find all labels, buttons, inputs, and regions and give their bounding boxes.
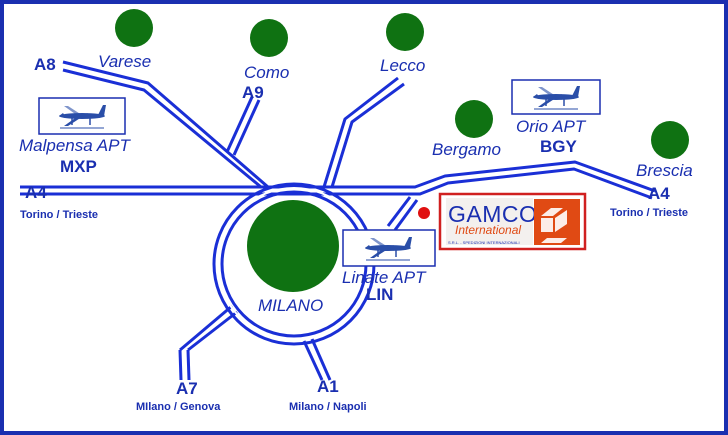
a7-destination: MIlano / Genova	[136, 401, 221, 413]
a1-label: A1	[317, 377, 339, 396]
varese-label: Varese	[98, 52, 151, 71]
brescia-disc	[651, 121, 689, 159]
a4-east-label: A4	[648, 184, 670, 203]
lecco-road-a	[322, 76, 399, 188]
brescia-label: Brescia	[636, 161, 693, 180]
linate-code: LIN	[366, 285, 393, 304]
a4-west-label: A4	[25, 183, 47, 202]
lecco-disc	[386, 13, 424, 51]
linate-label: Linate APT	[342, 268, 427, 287]
gamco-location-marker	[418, 207, 430, 219]
a7-road-b	[186, 349, 191, 381]
gamco-logo: GAMCO International S.R.L. - SPEDIZIONI …	[438, 192, 587, 251]
bergamo-label: Bergamo	[432, 140, 501, 159]
lecco-label: Lecco	[380, 56, 425, 75]
como-disc	[250, 19, 288, 57]
bergamo-disc	[455, 100, 493, 138]
milano-label: MILANO	[258, 296, 323, 315]
malpensa-code: MXP	[60, 157, 97, 176]
malpensa-label: Malpensa APT	[19, 136, 131, 155]
gamco-sub: International	[455, 223, 521, 237]
a7-link-a	[179, 304, 233, 352]
a7-link-b	[187, 310, 238, 352]
como-label: Como	[244, 63, 289, 82]
a4-west-destination: Torino / Trieste	[20, 209, 98, 221]
gamco-name: GAMCO	[448, 201, 537, 227]
gamco-tag: S.R.L. - SPEDIZIONI INTERNAZIONALI	[448, 240, 520, 245]
a7-road-a	[178, 349, 183, 381]
a8-road-b	[62, 68, 262, 189]
a7-label: A7	[176, 379, 198, 398]
linate-spur-b	[393, 199, 419, 231]
orio-airport	[511, 79, 601, 115]
lecco-road-b	[330, 82, 405, 188]
malpensa-airport	[38, 97, 126, 135]
a8-label: A8	[34, 55, 56, 74]
a4-road-lower	[20, 167, 653, 200]
a4-road-upper	[20, 160, 656, 193]
milano-disc	[247, 200, 339, 292]
orio-code: BGY	[540, 137, 578, 156]
a1-destination: Milano / Napoli	[289, 401, 367, 413]
a9-label: A9	[242, 83, 264, 102]
varese-disc	[115, 9, 153, 47]
orio-label: Orio APT	[516, 117, 587, 136]
a1-road-a	[302, 340, 324, 381]
linate-airport	[342, 229, 436, 267]
a1-road-b	[310, 338, 332, 381]
a9-road-b	[232, 99, 261, 156]
a9-road-a	[225, 96, 254, 153]
a4-east-destination: Torino / Trieste	[610, 207, 688, 219]
linate-spur-a	[386, 196, 412, 227]
